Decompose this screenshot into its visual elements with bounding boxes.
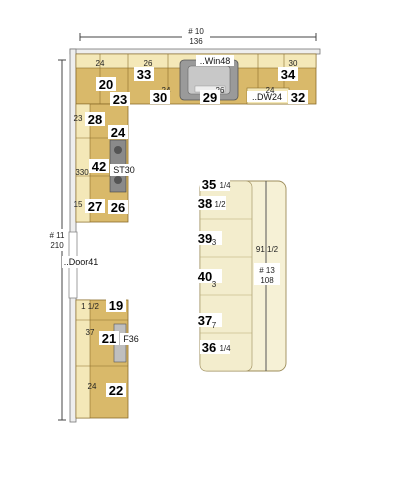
cabinet-number: 24 <box>111 125 126 140</box>
door-label: ..Door41 <box>64 257 99 267</box>
island-dimension-value: 108 <box>260 276 274 285</box>
cabinet-number: 35 <box>202 177 216 192</box>
cabinet-number: 33 <box>137 67 151 82</box>
top-dim: 30 <box>289 59 298 68</box>
dishwasher-label: ..DW24 <box>252 92 282 102</box>
top-dimension: # 10 136 <box>79 27 317 47</box>
left-dim: 1 1/2 <box>81 302 99 311</box>
cabinet-number: 34 <box>281 67 296 82</box>
cabinet-number: 30 <box>153 90 167 105</box>
cabinet-number: 38 <box>198 196 212 211</box>
window-label: ..Win48 <box>200 56 231 66</box>
cabinet-fraction: 7 <box>212 321 217 330</box>
left-dim: 23 <box>74 114 83 123</box>
cabinet-number: 28 <box>88 112 102 127</box>
cabinet-number: 37 <box>198 313 212 328</box>
cabinet-number: 21 <box>102 331 116 346</box>
island-cabinets: 35 1/4 38 1/2 39 3 40 3 37 7 36 1/4 <box>196 177 231 355</box>
cabinet-number: 42 <box>92 159 106 174</box>
cabinet-fraction: 3 <box>212 280 217 289</box>
left-run-cabinets: 28 24 42 27 26 19 21 22 <box>85 112 128 398</box>
range-label: ST30 <box>113 165 135 175</box>
cabinet-fraction: 1/4 <box>219 181 231 190</box>
top-dim: 24 <box>266 86 275 95</box>
left-dimension-value: 210 <box>50 241 64 250</box>
island-fraction: 91 1/2 <box>256 245 279 254</box>
cabinet-number: 20 <box>99 77 113 92</box>
cabinet-fraction: 1/4 <box>219 344 231 353</box>
cabinet-number: 29 <box>203 90 217 105</box>
left-run-dims: 23 330 15 1 1/2 37 24 <box>74 114 100 391</box>
left-dimension-id: # 11 <box>50 231 66 240</box>
cabinet-number: 27 <box>88 199 102 214</box>
top-run-cabinets: 20 33 23 30 29 34 32 <box>96 67 308 107</box>
top-dimension-value: 136 <box>189 37 203 46</box>
cabinet-fraction: 3 <box>212 238 217 247</box>
left-cabinet-run-lower <box>75 299 129 419</box>
top-dim: 24 <box>96 59 105 68</box>
left-dim: 15 <box>74 200 83 209</box>
top-dimension-id: # 10 <box>188 27 204 36</box>
island-dimension-id: # 13 <box>259 266 275 275</box>
cabinet-fraction: 1/2 <box>214 200 226 209</box>
cabinet-number: 36 <box>202 340 216 355</box>
left-dim: 37 <box>86 328 95 337</box>
top-dim: 26 <box>144 59 153 68</box>
cabinet-number: 40 <box>198 269 212 284</box>
top-dim: 26 <box>216 86 225 95</box>
cabinet-number: 22 <box>109 383 123 398</box>
left-dim: 24 <box>88 382 97 391</box>
cabinet-number: 39 <box>198 231 212 246</box>
cabinet-number: 23 <box>113 92 127 107</box>
appliance-labels: ..Win48 ..DW24 ..Door41 ST30 F36 <box>62 55 287 345</box>
left-dimension: # 11 210 <box>44 59 70 421</box>
fridge-label: F36 <box>123 334 139 344</box>
cabinet-number: 19 <box>109 298 123 313</box>
cabinet-number: 26 <box>111 200 125 215</box>
cabinet-number: 32 <box>291 90 305 105</box>
left-dim: 330 <box>75 168 89 177</box>
